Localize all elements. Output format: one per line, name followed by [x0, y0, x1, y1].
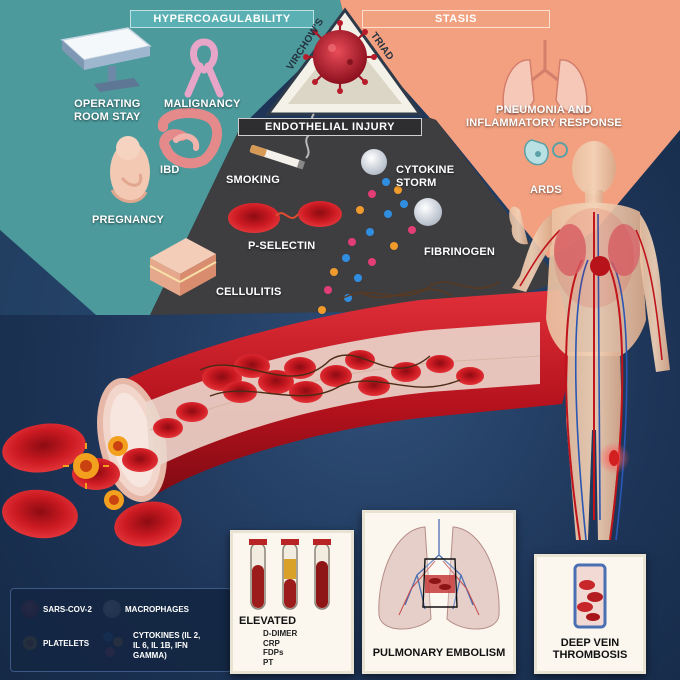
- ards-alveoli-icon: [524, 139, 568, 166]
- legend-cytokines-label: CYTOKINES (IL 2, IL 6, IL 1B, IFN GAMMA): [133, 631, 201, 660]
- legend-platelets-label: PLATELETS: [43, 639, 90, 648]
- lungs-embolism-icon: [378, 519, 500, 630]
- fibrinogen-label: FIBRINOGEN: [424, 246, 496, 258]
- human-body: [509, 141, 670, 541]
- lab-item-ddimer: D-DIMER: [263, 629, 298, 638]
- intestines-icon: [158, 108, 223, 169]
- endothelial-region: [150, 118, 560, 315]
- lab-item-fdps: FDPs: [263, 648, 284, 657]
- legend-sars-label: SARS-COV-2: [43, 605, 92, 614]
- lab-item-crp: CRP: [263, 638, 280, 648]
- pneumonia-label: PNEUMONIA AND INFLAMMATORY RESPONSE: [466, 104, 622, 129]
- vein-thrombus-icon: [573, 563, 607, 629]
- hypercoagulability-banner: HYPERCOAGULABILITY: [130, 10, 314, 28]
- test-tubes-icon: [249, 539, 331, 610]
- lungs-icon: [502, 40, 588, 115]
- ibd-label: IBD: [160, 164, 180, 176]
- fetus-icon: [110, 136, 150, 203]
- p-selectin-label: P-SELECTIN: [248, 240, 316, 252]
- pulmonary-embolism-panel: PULMONARY EMBOLISM: [362, 510, 516, 674]
- clot-cluster: [153, 350, 484, 438]
- endothelial-injury-banner: ENDOTHELIAL INJURY: [238, 118, 422, 136]
- legend-box: SARS-COV-2 MACROPHAGES PLATELETS CYTOKIN…: [10, 588, 232, 672]
- malignancy-ribbon-icon: [184, 38, 224, 98]
- cytokine-storm-label: CYTOKINE STORM: [396, 164, 455, 189]
- pulmonary-embolism-title: PULMONARY EMBOLISM: [372, 647, 506, 659]
- central-virus-icon: [303, 20, 377, 94]
- ards-label: ARDS: [530, 184, 562, 196]
- cellulitis-label: CELLULITIS: [216, 286, 282, 298]
- elevated-title: ELEVATED: [239, 615, 297, 627]
- p-selectin-rbc-pair: [228, 201, 342, 233]
- operating-room-label: OPERATING ROOM STAY: [74, 98, 141, 123]
- blood-vessel: [97, 290, 569, 503]
- pregnancy-label: PREGNANCY: [92, 214, 165, 226]
- lab-list: D-DIMER CRP FDPs PT: [263, 629, 297, 667]
- cytokine-particles: [300, 178, 416, 346]
- elevated-labs-panel: ELEVATED D-DIMER CRP FDPs PT: [230, 530, 354, 674]
- skin-tissue-icon: [149, 238, 217, 296]
- lab-item-pt: PT: [263, 657, 274, 667]
- smoking-label: SMOKING: [226, 174, 280, 186]
- dvt-title: DEEP VEIN THROMBOSIS: [552, 637, 628, 661]
- stasis-banner: STASIS: [362, 10, 550, 28]
- operating-table-icon: [60, 27, 152, 92]
- dvt-panel: DEEP VEIN THROMBOSIS: [534, 554, 646, 674]
- platelets: [63, 436, 128, 510]
- free-red-blood-cells: [2, 423, 182, 547]
- malignancy-label: MALIGNANCY: [164, 98, 241, 110]
- macrophage-cells: [361, 149, 442, 226]
- legend-macrophages-label: MACROPHAGES: [125, 605, 190, 614]
